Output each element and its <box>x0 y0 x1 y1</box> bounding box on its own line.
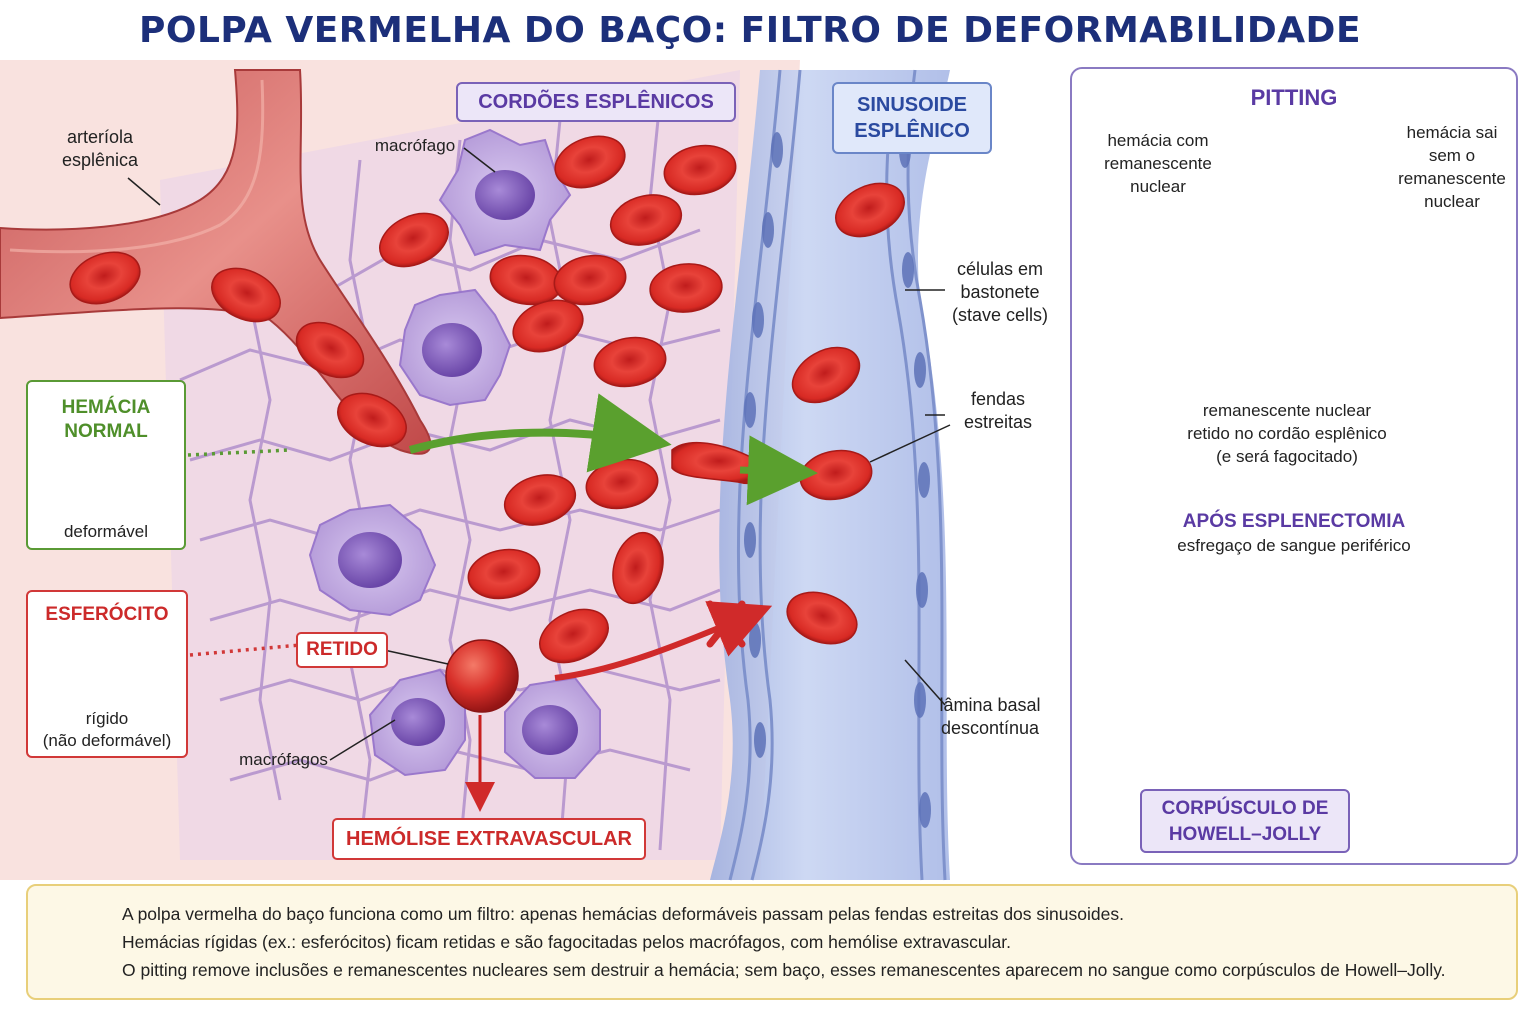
red-blood-cell <box>612 531 664 605</box>
red-blood-cells <box>69 135 905 664</box>
red-blood-cell <box>663 144 737 196</box>
pitting-title: PITTING <box>1250 85 1338 110</box>
splenectomy-title: APÓS ESPLENECTOMIA <box>1182 511 1406 532</box>
red-blood-cell <box>649 263 723 313</box>
green-exit-arrow <box>739 435 818 506</box>
cords-tag: CORDÕES ESPLÊNICOS <box>456 82 736 122</box>
spherocyte-box-title: ESFERÓCITO <box>45 604 169 625</box>
retained-tag: RETIDO <box>296 632 388 668</box>
red-blood-cell <box>512 299 584 353</box>
spherocyte-box: ESFERÓCITO rígido(não deformável) <box>26 590 188 758</box>
red-blood-cell <box>791 346 861 404</box>
cross-icon <box>706 600 746 648</box>
red-blood-cell <box>295 321 365 379</box>
summary-line-1: A polpa vermelha do baço funciona como u… <box>122 904 1124 924</box>
green-path-arrow <box>408 393 672 473</box>
red-blood-cell <box>554 135 626 189</box>
leader-lines <box>127 147 951 761</box>
red-blood-cell <box>593 336 667 388</box>
red-blood-cell <box>467 548 541 600</box>
macrophage-label: macrófago <box>374 136 456 155</box>
page-title: POLPA VERMELHA DO BAÇO: FILTRO DE DEFORM… <box>138 10 1362 51</box>
summary-box: A polpa vermelha do baço funciona como u… <box>26 884 1518 1000</box>
dotted-connectors <box>187 448 301 657</box>
red-blood-cell <box>786 591 858 645</box>
red-blood-cell <box>69 251 141 305</box>
hemolysis-tag: HEMÓLISE EXTRAVASCULAR <box>332 818 646 860</box>
red-blood-cell <box>503 474 577 526</box>
macrophage-2 <box>398 288 512 407</box>
splenectomy-subtitle: esfregaço de sangue periférico <box>1177 536 1411 555</box>
macrophage-3 <box>308 503 437 617</box>
summary-line-2: Hemácias rígidas (ex.: esferócitos) fica… <box>122 932 1011 952</box>
red-blood-cell <box>539 608 609 664</box>
red-blood-cell <box>379 212 449 268</box>
red-blood-cell <box>337 392 407 448</box>
summary-line-3: O pitting remove inclusões e remanescent… <box>122 960 1446 980</box>
macrophages-label: macrófagos <box>239 750 328 769</box>
spherocyte-box-caption: rígido(não deformável) <box>42 709 172 750</box>
red-blood-cell <box>553 254 627 306</box>
spherocyte <box>445 639 519 713</box>
macrophage-5 <box>504 676 601 779</box>
macrophage-1 <box>438 128 572 257</box>
red-blood-cell <box>211 267 281 323</box>
normal-box-caption: deformável <box>63 522 149 541</box>
red-blood-cell <box>609 194 683 246</box>
red-blood-cell <box>835 182 905 238</box>
